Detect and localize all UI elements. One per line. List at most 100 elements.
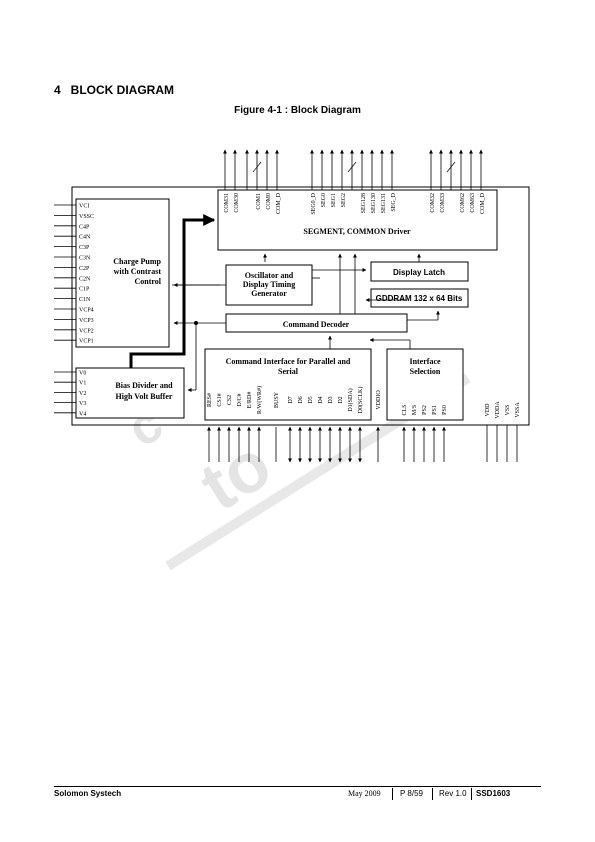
- charge-pump-pin-label: C2N: [79, 276, 91, 282]
- interface-pin-label: D0(SCLK): [357, 387, 364, 414]
- bias-pin-label: V1: [79, 381, 86, 387]
- driver-pin-label: COM30: [234, 193, 240, 213]
- bias-pin-label: V2: [79, 391, 86, 397]
- oscillator-block: [225, 264, 313, 306]
- bus-slash: [347, 161, 357, 173]
- junction-dot: [194, 321, 198, 325]
- command-interface-block: [204, 348, 372, 421]
- power-pin-label: VSS: [505, 404, 511, 415]
- bias-divider-label-2: High Volt Buffer: [116, 392, 173, 401]
- footer-revision: Rev 1.0: [439, 789, 467, 798]
- driver-pin-label: COM63: [470, 193, 476, 213]
- selection-pin-label: PS1: [432, 405, 438, 415]
- footer-separator: [432, 788, 433, 800]
- driver-output-pins: COM31 COM30 COM1 COM0 COM_D SEG0_D SEG0 SEG1 SEG…: [223, 149, 486, 215]
- charge-pump-pin-label: VSSC: [79, 214, 94, 220]
- segment-common-driver-block: [217, 189, 498, 251]
- interface-pin-label: D2: [338, 396, 344, 403]
- driver-pin-label: COM32: [430, 193, 436, 213]
- driver-pin-label: COM0: [266, 193, 272, 210]
- bus-slash: [252, 161, 262, 173]
- command-interface-label-2: Serial: [278, 367, 299, 376]
- driver-pin-label: COM_D: [480, 192, 486, 214]
- interface-selection-block: [386, 348, 464, 421]
- power-pin-label: VSSA: [515, 402, 521, 418]
- selection-pins: CLS M/S PS2 PS1 PS0: [402, 404, 448, 462]
- bias-pin-label: V3: [79, 401, 86, 407]
- interface-pin-label: D6: [298, 396, 304, 403]
- interface-selection-label-2: Selection: [410, 367, 441, 376]
- figure-caption: Figure 4-1 : Block Diagram: [234, 105, 361, 116]
- display-latch-label: Display Latch: [393, 268, 445, 277]
- driver-pin-label: COM62: [460, 193, 466, 213]
- section-heading: 4 BLOCK DIAGRAM: [54, 83, 174, 97]
- display-latch-block: [370, 261, 469, 282]
- command-interface-label-1: Command Interface for Parallel and: [226, 357, 351, 366]
- command-decoder-label: Command Decoder: [283, 320, 350, 329]
- thick-bus-arrow: [129, 214, 216, 368]
- bias-pin-label: V4: [79, 411, 86, 417]
- charge-pump-pins: VCIVSSCC4PC4NC3PC3NC2PC2NC1PC1NVCP4VCP3V…: [54, 204, 94, 345]
- charge-pump-pin-label: VCP1: [79, 339, 94, 345]
- driver-pin-label: SEG0: [321, 193, 327, 207]
- selection-pin-label: PS0: [442, 405, 448, 415]
- internal-connections: [172, 253, 440, 392]
- bus-slash: [446, 161, 456, 173]
- power-pin-label: VDDA: [495, 401, 501, 419]
- driver-pin-label: SEG131: [381, 193, 387, 213]
- oscillator-label-3: Generator: [251, 289, 287, 298]
- footer-date: May 2009: [348, 789, 381, 798]
- charge-pump-pin-label: C1N: [79, 297, 91, 303]
- driver-pin-label: COM_D: [276, 192, 282, 214]
- interface-pin-label: D7: [288, 396, 294, 403]
- charge-pump-pin-label: VCI: [79, 204, 89, 210]
- bias-pin-label: V0: [79, 371, 86, 377]
- footer-separator: [471, 788, 472, 800]
- interface-pin-label: CS2: [227, 395, 233, 405]
- interface-pin-label: D/C#: [237, 393, 243, 406]
- driver-pin-label: SEG_D: [391, 192, 397, 211]
- interface-pin-label: RES#: [207, 393, 213, 407]
- charge-pump-pin-label: C3N: [79, 256, 91, 262]
- gddram-label: GDDRAM 132 x 64 Bits: [376, 294, 463, 303]
- charge-pump-pin-label: C3P: [79, 245, 90, 251]
- interface-pin-label: CS1#: [217, 393, 223, 406]
- interface-selection-label-1: Interface: [409, 357, 441, 366]
- bias-divider-label-1: Bias Divider and: [115, 381, 173, 390]
- footer-part-number: SSD1603: [476, 789, 511, 798]
- interface-pin-label: D4: [318, 396, 324, 403]
- footer-page: P 8/59: [400, 789, 423, 798]
- charge-pump-label-2: with Contrast: [114, 267, 162, 276]
- driver-pin-label: SEG130: [371, 193, 377, 213]
- driver-pin-label: SEG128: [361, 193, 367, 213]
- oscillator-label-1: Oscillator and: [245, 271, 294, 280]
- interface-pin-label: E/RD#: [247, 392, 253, 409]
- charge-pump-block: [75, 198, 170, 348]
- driver-pin-label: COM1: [256, 193, 262, 210]
- interface-pin-label: D3: [328, 396, 334, 403]
- driver-pin-label: SEG1: [331, 193, 337, 207]
- interface-pin-label: VDDIO: [376, 390, 382, 410]
- charge-pump-pin-label: C4P: [79, 224, 90, 230]
- charge-pump-pin-label: C4N: [79, 235, 91, 241]
- selection-pin-label: CLS: [402, 404, 408, 415]
- charge-pump-label-1: Charge Pump: [113, 257, 161, 266]
- interface-pin-label: D5: [308, 396, 314, 403]
- charge-pump-pin-label: C2P: [79, 266, 90, 272]
- selection-pin-label: PS2: [422, 405, 428, 415]
- gddram-block: [370, 288, 469, 308]
- footer-separator: [392, 788, 393, 800]
- interface-pin-label: BUSY: [274, 391, 280, 408]
- driver-pin-label: SEG0_D: [311, 192, 317, 214]
- footer-company: Solomon Systech: [54, 789, 122, 798]
- watermark-text: to: [187, 424, 284, 525]
- chip-outline: [71, 186, 530, 426]
- selection-pin-label: M/S: [412, 405, 418, 415]
- driver-pin-label: SEG2: [341, 193, 347, 207]
- interface-pin-label: D1(SDA): [347, 388, 354, 411]
- driver-pin-label: COM31: [224, 193, 230, 213]
